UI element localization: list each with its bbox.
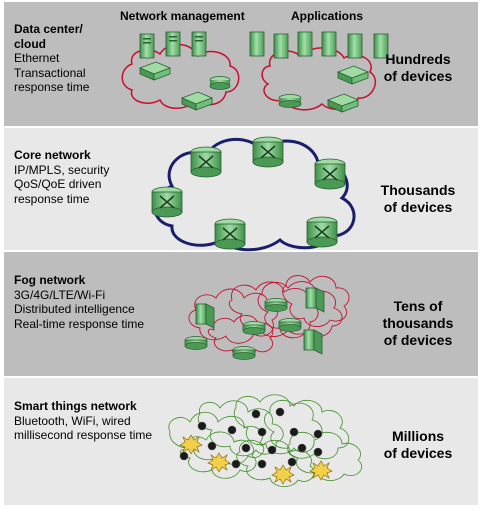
scale-line: of devices xyxy=(383,332,453,348)
network-management-label: Network management xyxy=(120,9,245,23)
scale-line: Millions xyxy=(391,428,445,444)
core-router-icon xyxy=(214,218,246,250)
core-scale: Thousands of devices xyxy=(368,182,468,216)
layer-title: Data center/ cloud xyxy=(14,22,83,51)
datacenter-description: Data center/ cloud Ethernet Transactiona… xyxy=(14,22,100,95)
layer-line: 3G/4G/LTE/Wi-Fi xyxy=(14,287,106,302)
smart-sensor-icon xyxy=(179,407,323,469)
layer-line: response time xyxy=(14,191,90,206)
fog-router-icon xyxy=(184,336,208,350)
server-icon xyxy=(139,33,155,59)
router-icon xyxy=(278,94,302,108)
datacenter-cloud-right xyxy=(261,47,376,111)
fog-description: Fog network 3G/4G/LTE/Wi-Fi Distributed … xyxy=(14,273,144,331)
fog-scale: Tens of thousands of devices xyxy=(368,298,468,349)
layer-line: Bluetooth, WiFi, wired xyxy=(14,413,131,428)
switch-icon xyxy=(138,61,172,81)
datacenter-band xyxy=(4,2,478,126)
router-icon xyxy=(209,76,231,90)
smart-things-band xyxy=(4,378,478,505)
layer-title: Smart things network xyxy=(14,399,137,413)
applications-label: Applications xyxy=(291,9,364,23)
fog-router-icon xyxy=(232,346,256,360)
fog-gateway-icon xyxy=(303,329,323,355)
scale-line: Tens of xyxy=(393,298,443,314)
core-router-icon xyxy=(151,186,183,218)
layer-line: Real-time response time xyxy=(14,316,145,331)
layer-line: Ethernet xyxy=(14,51,60,65)
scale-line: of devices xyxy=(383,68,453,84)
layer-line: millisecond response time xyxy=(14,428,153,442)
core-network-cloud xyxy=(153,137,356,252)
server-icon xyxy=(191,31,207,57)
scale-line: of devices xyxy=(383,445,453,461)
scale-line: of devices xyxy=(383,199,453,215)
fog-router-icon xyxy=(242,321,266,335)
smart-things-description: Smart things network Bluetooth, WiFi, wi… xyxy=(14,399,152,443)
core-router-icon xyxy=(314,158,346,190)
core-router-icon xyxy=(190,146,222,178)
switch-icon xyxy=(180,91,214,111)
switch-icon xyxy=(326,93,360,113)
core-router-icon xyxy=(306,216,338,248)
scale-line: Thousands xyxy=(380,182,456,198)
fog-cloud xyxy=(188,275,350,358)
sun-sensor-icon xyxy=(179,434,333,485)
server-icon xyxy=(165,31,181,57)
fog-gateway-icon xyxy=(305,287,325,313)
layer-title: Core network xyxy=(14,148,91,162)
fog-router-icon xyxy=(264,298,288,312)
scale-line: Hundreds xyxy=(385,51,451,67)
core-router-icon xyxy=(252,136,284,168)
layer-line: IP/MPLS, security xyxy=(14,162,110,177)
layer-line: Transactional xyxy=(14,65,86,80)
datacenter-scale: Hundreds of devices xyxy=(368,51,468,85)
layer-title: Fog network xyxy=(14,273,86,287)
scale-line: thousands xyxy=(382,315,454,331)
switch-icon xyxy=(336,65,370,85)
layer-line: Distributed intelligence xyxy=(14,302,135,316)
smart-things-scale: Millions of devices xyxy=(368,428,468,462)
smart-things-cloud-mesh xyxy=(168,394,363,487)
layer-line: response time xyxy=(14,80,90,94)
layer-line: QoS/QoE driven xyxy=(14,177,102,191)
core-description: Core network IP/MPLS, security QoS/QoE d… xyxy=(14,148,109,206)
fog-router-icon xyxy=(278,318,302,332)
server-icon xyxy=(249,31,389,59)
fog-gateway-icon xyxy=(195,303,215,329)
